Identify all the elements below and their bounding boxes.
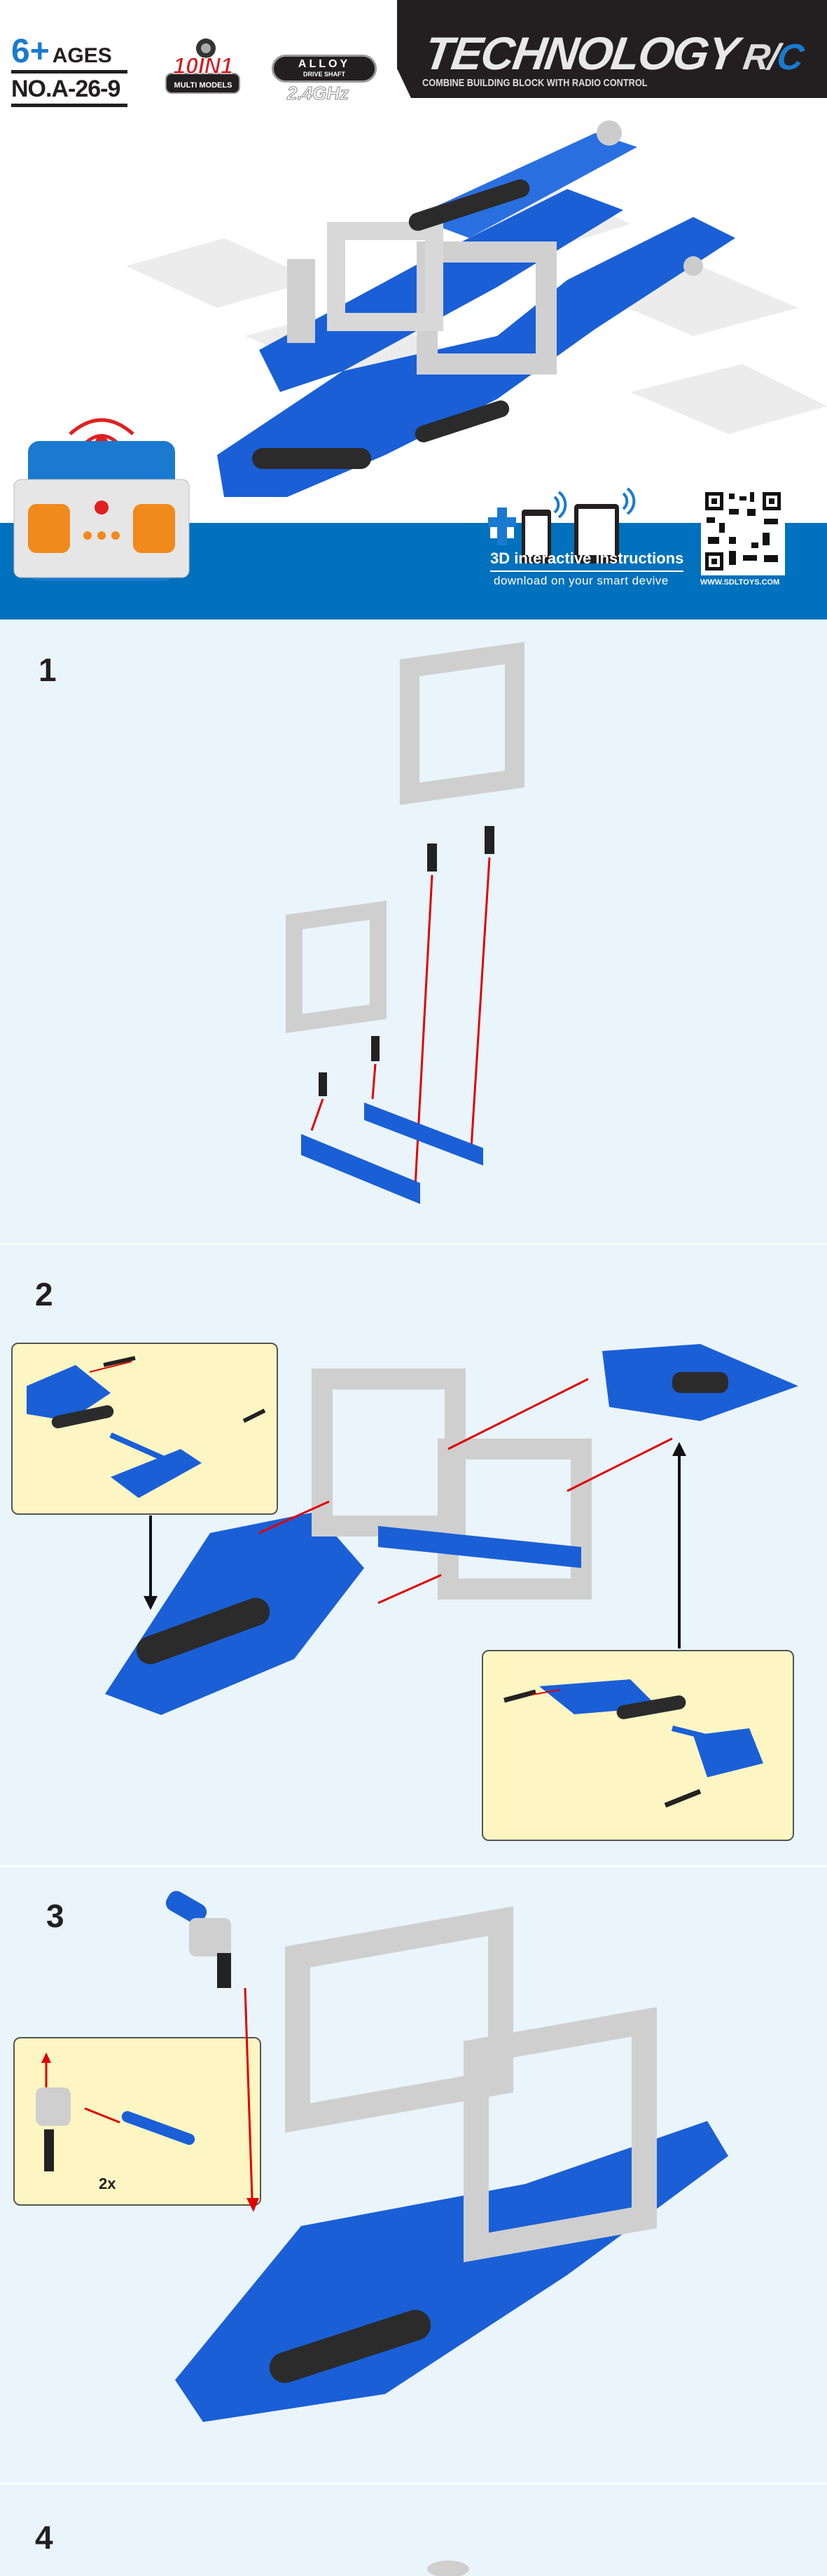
smart-device-icons <box>488 487 636 564</box>
brand-subtitle: COMBINE BUILDING BLOCK WITH RADIO CONTRO… <box>422 77 648 89</box>
website-link[interactable]: WWW.SDLTOYS.COM <box>700 578 780 587</box>
step-number: 4 <box>35 2519 53 2556</box>
cover-header: 6+AGES NO.A-26-9 10IN1 MULTI MODELS ALLO… <box>0 0 827 620</box>
section-divider <box>0 2483 827 2484</box>
sub-assembly-callout <box>482 1650 794 1841</box>
quantity-label: 2x <box>99 2175 116 2192</box>
brand-title: TECHNOLOGYR/C <box>421 27 805 79</box>
sub-assembly-callout: 2x <box>13 2037 261 2206</box>
frequency-label: 2.4GHz <box>286 83 349 104</box>
alloy-drive-shaft-badge: ALLOY DRIVE SHAFT <box>272 55 377 83</box>
sub-assembly-callout <box>11 1343 278 1515</box>
model-number: NO.A-26-9 <box>11 76 120 102</box>
app-promo-title: 3D interactive instructions <box>490 550 684 572</box>
brand-banner: TECHNOLOGYR/C COMBINE BUILDING BLOCK WIT… <box>397 0 827 98</box>
age-rating: 6+AGES <box>11 33 112 70</box>
divider <box>11 104 127 107</box>
qr-code[interactable] <box>701 488 785 575</box>
section-divider <box>0 1243 827 1245</box>
divider <box>11 70 127 74</box>
step-number: 3 <box>46 1898 64 1934</box>
svg-text:10IN1: 10IN1 <box>173 53 232 78</box>
step-number: 2 <box>35 1276 53 1312</box>
section-divider <box>0 1865 827 1867</box>
hero-model-image <box>217 120 735 497</box>
svg-text:MULTI MODELS: MULTI MODELS <box>174 81 232 90</box>
app-promo-subtitle: download on your smart devive <box>494 574 669 587</box>
multi-models-badge: 10IN1 MULTI MODELS <box>162 38 246 94</box>
step-2-illustration <box>105 1344 798 1715</box>
step-1-illustration <box>286 641 524 1204</box>
step-number: 1 <box>39 652 57 688</box>
step-3-illustration <box>165 1891 728 2422</box>
remote-control-image <box>13 418 190 581</box>
step-4-illustration <box>427 2561 469 2576</box>
